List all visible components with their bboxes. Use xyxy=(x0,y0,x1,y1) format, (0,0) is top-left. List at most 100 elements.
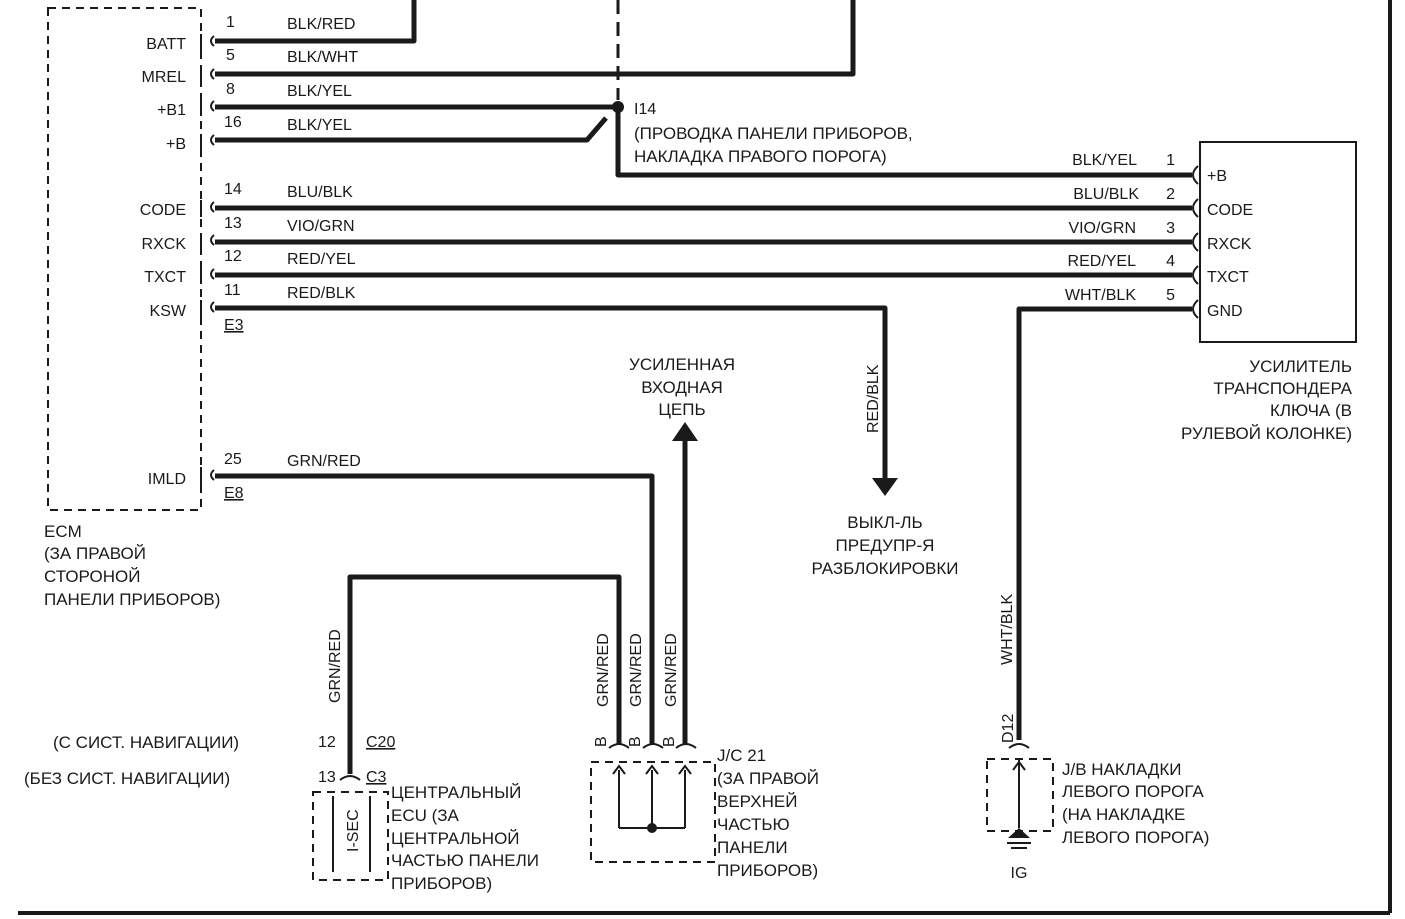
boosted-input-label: УСИЛЕННАЯ ВХОДНАЯ ЦЕПЬ xyxy=(629,355,735,419)
wire-color: VIO/GRN xyxy=(287,218,355,235)
jc21-pin: B xyxy=(627,736,644,747)
wire-num: 5 xyxy=(226,47,235,64)
boosted-label-line: ВХОДНАЯ xyxy=(641,378,723,397)
ecu-label-line: ECU (ЗА xyxy=(391,806,460,825)
ecu-conn-nav: C20 xyxy=(366,734,395,751)
jc21-wire-color: GRN/RED xyxy=(628,633,645,707)
unlock-wire-color: RED/BLK xyxy=(865,364,882,433)
amp-pin: RXCK xyxy=(1207,236,1252,253)
wire-color: BLK/RED xyxy=(287,16,355,33)
splice-id: I14 xyxy=(634,101,656,118)
wire-color: RED/BLK xyxy=(287,285,356,302)
splice-line: (ПРОВОДКА ПАНЕЛИ ПРИБОРОВ, xyxy=(634,124,913,143)
wire-labels-left: 1 BLK/RED 5 BLK/WHT 8 BLK/YEL 16 BLK/YEL… xyxy=(224,14,361,502)
wire-num: 16 xyxy=(224,114,242,131)
amp-label-line: РУЛЕВОЙ КОЛОНКЕ) xyxy=(1181,424,1352,443)
ksw-arrow-down xyxy=(872,478,898,496)
ecu-wire-color: GRN/RED xyxy=(327,629,344,703)
amp-wire-color: VIO/GRN xyxy=(1068,220,1136,237)
ecu-label-line: ЦЕНТРАЛЬНЫЙ xyxy=(391,783,521,802)
wire-color: BLK/WHT xyxy=(287,49,358,66)
amplifier-wire-labels: BLK/YEL 1 BLU/BLK 2 VIO/GRN 3 RED/YEL 4 … xyxy=(1065,152,1175,304)
amp-wire-num: 1 xyxy=(1166,152,1175,169)
jc21-label-line: ПРИБОРОВ) xyxy=(717,861,818,880)
with-nav-label: (С СИСТ. НАВИГАЦИИ) xyxy=(53,733,239,752)
amp-wire-num: 4 xyxy=(1166,253,1175,270)
ecm-pin-ksw: KSW xyxy=(150,303,187,320)
unlock-label-line: РАЗБЛОКИРОВКИ xyxy=(812,559,959,578)
unlock-label-line: ВЫКЛ-ЛЬ xyxy=(847,513,922,532)
wire-color: BLU/BLK xyxy=(287,184,353,201)
jc21-label-line: J/C 21 xyxy=(717,746,766,765)
ecm-pin-txct: TXCT xyxy=(144,269,186,286)
connector-e3: E3 xyxy=(224,317,244,334)
ecm-pin-b: +B xyxy=(166,136,186,153)
amp-pin: TXCT xyxy=(1207,269,1249,286)
wire-color: RED/YEL xyxy=(287,251,356,268)
ecu-conn-no-nav: C3 xyxy=(366,769,387,786)
jc21-label-line: ВЕРХНЕЙ xyxy=(717,792,797,811)
wire-num: 25 xyxy=(224,451,242,468)
splice-i14-dot xyxy=(612,101,624,113)
ecm-label-line: ECM xyxy=(44,522,82,541)
wire-num: 1 xyxy=(226,14,235,31)
wire-batt xyxy=(215,0,417,44)
wire-b xyxy=(215,116,608,143)
unlock-warning-label: ВЫКЛ-ЛЬ ПРЕДУПР-Я РАЗБЛОКИРОВКИ xyxy=(812,513,959,578)
wire-ecu xyxy=(347,574,622,774)
ecm-label-line: СТОРОНОЙ xyxy=(44,567,140,586)
wire-num: 8 xyxy=(226,81,235,98)
ecm-label-line: (ЗА ПРАВОЙ xyxy=(44,544,146,563)
ecm-pin-imld: IMLD xyxy=(148,471,186,488)
wire-imld xyxy=(215,473,655,745)
wire-num: 14 xyxy=(224,181,242,198)
wire-mrel xyxy=(215,0,856,77)
jb-label: J/B НАКЛАДКИ ЛЕВОГО ПОРОГА (НА НАКЛАДКЕ … xyxy=(1062,760,1209,847)
wire-ksw xyxy=(215,305,888,480)
amp-label-line: ТРАНСПОНДЕРА xyxy=(1213,379,1352,398)
ecm-pin-mrel: MREL xyxy=(142,69,187,86)
ecu-pin-no-nav: 13 xyxy=(318,769,336,786)
amp-label-line: КЛЮЧА (В xyxy=(1270,401,1352,420)
ecm-pin-b1: +B1 xyxy=(157,102,186,119)
ecm-pin-rxck: RXCK xyxy=(142,236,187,253)
jb-label-line: ЛЕВОГО ПОРОГА xyxy=(1062,782,1204,801)
connector-e8: E8 xyxy=(224,485,244,502)
jb-ground-label: IG xyxy=(1011,865,1028,882)
wire-num: 11 xyxy=(224,282,241,299)
wire-to-amp-b xyxy=(615,107,1192,178)
jb-wire-color: WHT/BLK xyxy=(999,594,1016,665)
jc21-wire-color: GRN/RED xyxy=(595,633,612,707)
splice-i14-label: I14 (ПРОВОДКА ПАНЕЛИ ПРИБОРОВ, НАКЛАДКА … xyxy=(634,101,913,166)
wire-num: 13 xyxy=(224,215,242,232)
jc21-wire-color: GRN/RED xyxy=(663,633,680,707)
jc21-label: J/C 21 (ЗА ПРАВОЙ ВЕРХНЕЙ ЧАСТЬЮ ПАНЕЛИ … xyxy=(717,746,819,880)
jb-conn: D12 xyxy=(1000,714,1017,743)
amp-wire-num: 2 xyxy=(1166,186,1175,203)
amplifier-label: УСИЛИТЕЛЬ ТРАНСПОНДЕРА КЛЮЧА (В РУЛЕВОЙ … xyxy=(1181,357,1353,443)
ecm-label-line: ПАНЕЛИ ПРИБОРОВ) xyxy=(44,590,220,609)
wire-color: BLK/YEL xyxy=(287,83,352,100)
ecu-label-line: ЧАСТЬЮ ПАНЕЛИ xyxy=(391,851,539,870)
boosted-label-line: ЦЕПЬ xyxy=(658,400,705,419)
jc21-pin: B xyxy=(593,736,610,747)
splice-line: НАКЛАДКА ПРАВОГО ПОРОГА) xyxy=(634,147,887,166)
unlock-label-line: ПРЕДУПР-Я xyxy=(836,536,935,555)
central-ecu-box: I-SEC xyxy=(312,775,389,881)
amp-wire-num: 3 xyxy=(1166,220,1175,237)
ecu-label-line: ЦЕНТРАЛЬНОЙ xyxy=(391,829,520,848)
amp-pin: CODE xyxy=(1207,202,1253,219)
amplifier-connector-brackets xyxy=(1192,165,1199,319)
ecm-pin-batt: BATT xyxy=(146,36,186,53)
ecu-label-line: ПРИБОРОВ) xyxy=(391,874,492,893)
without-nav-label: (БЕЗ СИСТ. НАВИГАЦИИ) xyxy=(24,769,230,788)
ecm-pin-names: BATT MREL +B1 +B CODE RXCK TXCT KSW IMLD xyxy=(140,36,187,488)
jb-label-line: J/B НАКЛАДКИ xyxy=(1062,760,1182,779)
amp-wire-num: 5 xyxy=(1166,287,1175,304)
jc21-pin: B xyxy=(661,736,678,747)
central-ecu-label: ЦЕНТРАЛЬНЫЙ ECU (ЗА ЦЕНТРАЛЬНОЙ ЧАСТЬЮ П… xyxy=(391,783,539,893)
jc21-label-line: ПАНЕЛИ xyxy=(717,838,788,857)
amp-wire-color: BLK/YEL xyxy=(1072,152,1137,169)
ecm-box xyxy=(47,7,202,511)
wire-gnd xyxy=(1016,306,1192,740)
